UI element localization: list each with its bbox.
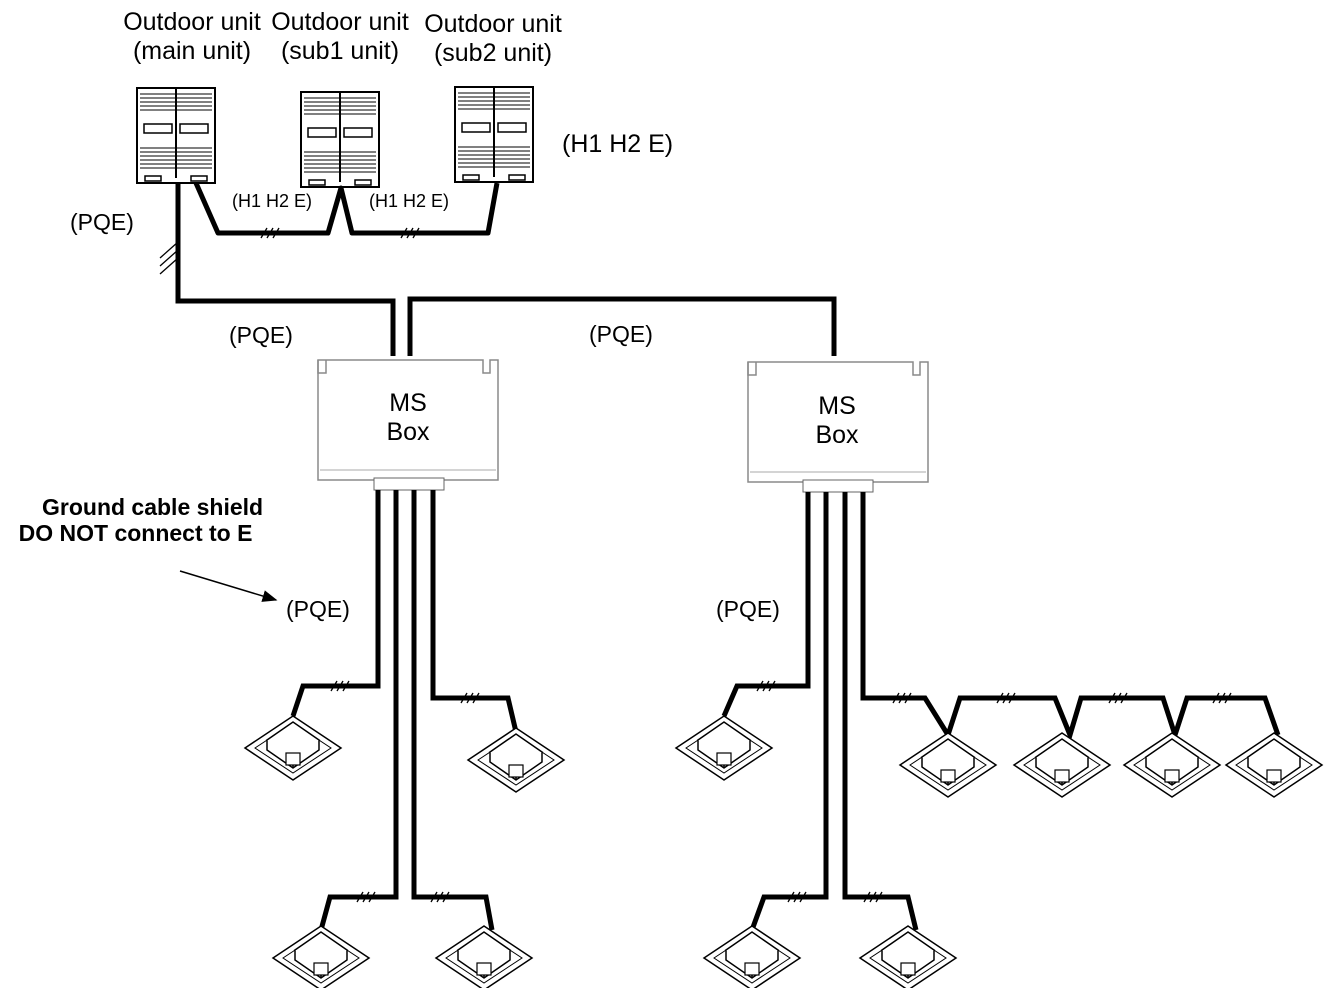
ms-box-left-line2: Box [386,417,430,446]
indoor-unit-icon [703,925,801,988]
cable-tick-icon [1212,692,1232,704]
cable-tick-icon [260,227,280,239]
pqe-right-label: (PQE) [589,321,653,347]
outdoor-unit-sub1-line2: (sub1 unit) [280,36,400,65]
cable-tick-icon [356,891,376,903]
outdoor-unit-main-line1: Outdoor unit [123,8,261,36]
ms-box-right-line2: Box [815,420,859,449]
cable-tick-icon [430,891,450,903]
outdoor-unit-sub1-title: Outdoor unit (sub1 unit) [271,8,409,66]
indoor-unit-icon [244,715,342,781]
cable-tick-icon [460,692,480,704]
cable-tick-icon [330,680,350,692]
cable-tick-icon [996,692,1016,704]
h1h2e-link1-label: (H1 H2 E) [232,191,313,211]
indoor-unit-icon [435,925,533,988]
ms-box-right-label: MS Box [815,392,858,450]
h1h2e-outdoor-label: (H1 H2 E) [562,130,674,158]
pqe-branch-left-label: (PQE) [286,596,350,622]
outdoor-link-cable [193,181,500,236]
outdoor-unit-main-icon [136,87,216,184]
right-branch-cables [721,492,1281,931]
cable-tick-icon [1108,692,1128,704]
ms-box-left [317,359,499,491]
indoor-unit-icon [1123,732,1221,798]
annotation-arrow-icon [179,570,278,602]
cable-tick-icon [863,891,883,903]
outdoor-unit-sub1-line1: Outdoor unit [271,8,409,36]
outdoor-unit-sub1-icon [300,91,380,188]
left-branch-cables [290,490,519,931]
outdoor-unit-sub2-icon [454,86,534,183]
ms-box-right [747,361,929,493]
ms-box-left-line1: MS [389,389,427,417]
pqe-branch-right-label: (PQE) [716,596,780,622]
outdoor-unit-sub2-line1: Outdoor unit [424,10,562,38]
outdoor-unit-main-title: Outdoor unit (main unit) [123,8,261,66]
pqe-outdoor-tick-icon [159,241,179,275]
outdoor-unit-sub2-title: Outdoor unit (sub2 unit) [424,10,562,68]
indoor-unit-icon [1225,732,1323,798]
indoor-unit-icon [899,732,997,798]
h1h2e-link2-label: (H1 H2 E) [369,191,450,211]
cable-tick-icon [756,680,776,692]
indoor-unit-icon [1013,732,1111,798]
indoor-unit-icon [467,727,565,793]
ground-shield-annotation: Ground cable shield DO NOT connect to E [8,494,263,547]
cable-tick-icon [892,692,912,704]
outdoor-unit-main-line2: (main unit) [132,36,252,65]
indoor-unit-icon [675,715,773,781]
outdoor-unit-sub2-line2: (sub2 unit) [433,38,553,67]
indoor-unit-icon [859,925,957,988]
annotation-line1: Ground cable shield [42,494,264,520]
pqe-left-label: (PQE) [229,322,293,348]
ms-box-right-line1: MS [818,392,856,420]
ms-box-left-label: MS Box [386,389,429,447]
annotation-line2: DO NOT connect to E [18,520,253,547]
indoor-unit-icon [272,925,370,988]
pqe-outdoor-label: (PQE) [70,209,134,235]
cable-tick-icon [787,891,807,903]
cable-tick-icon [400,227,420,239]
